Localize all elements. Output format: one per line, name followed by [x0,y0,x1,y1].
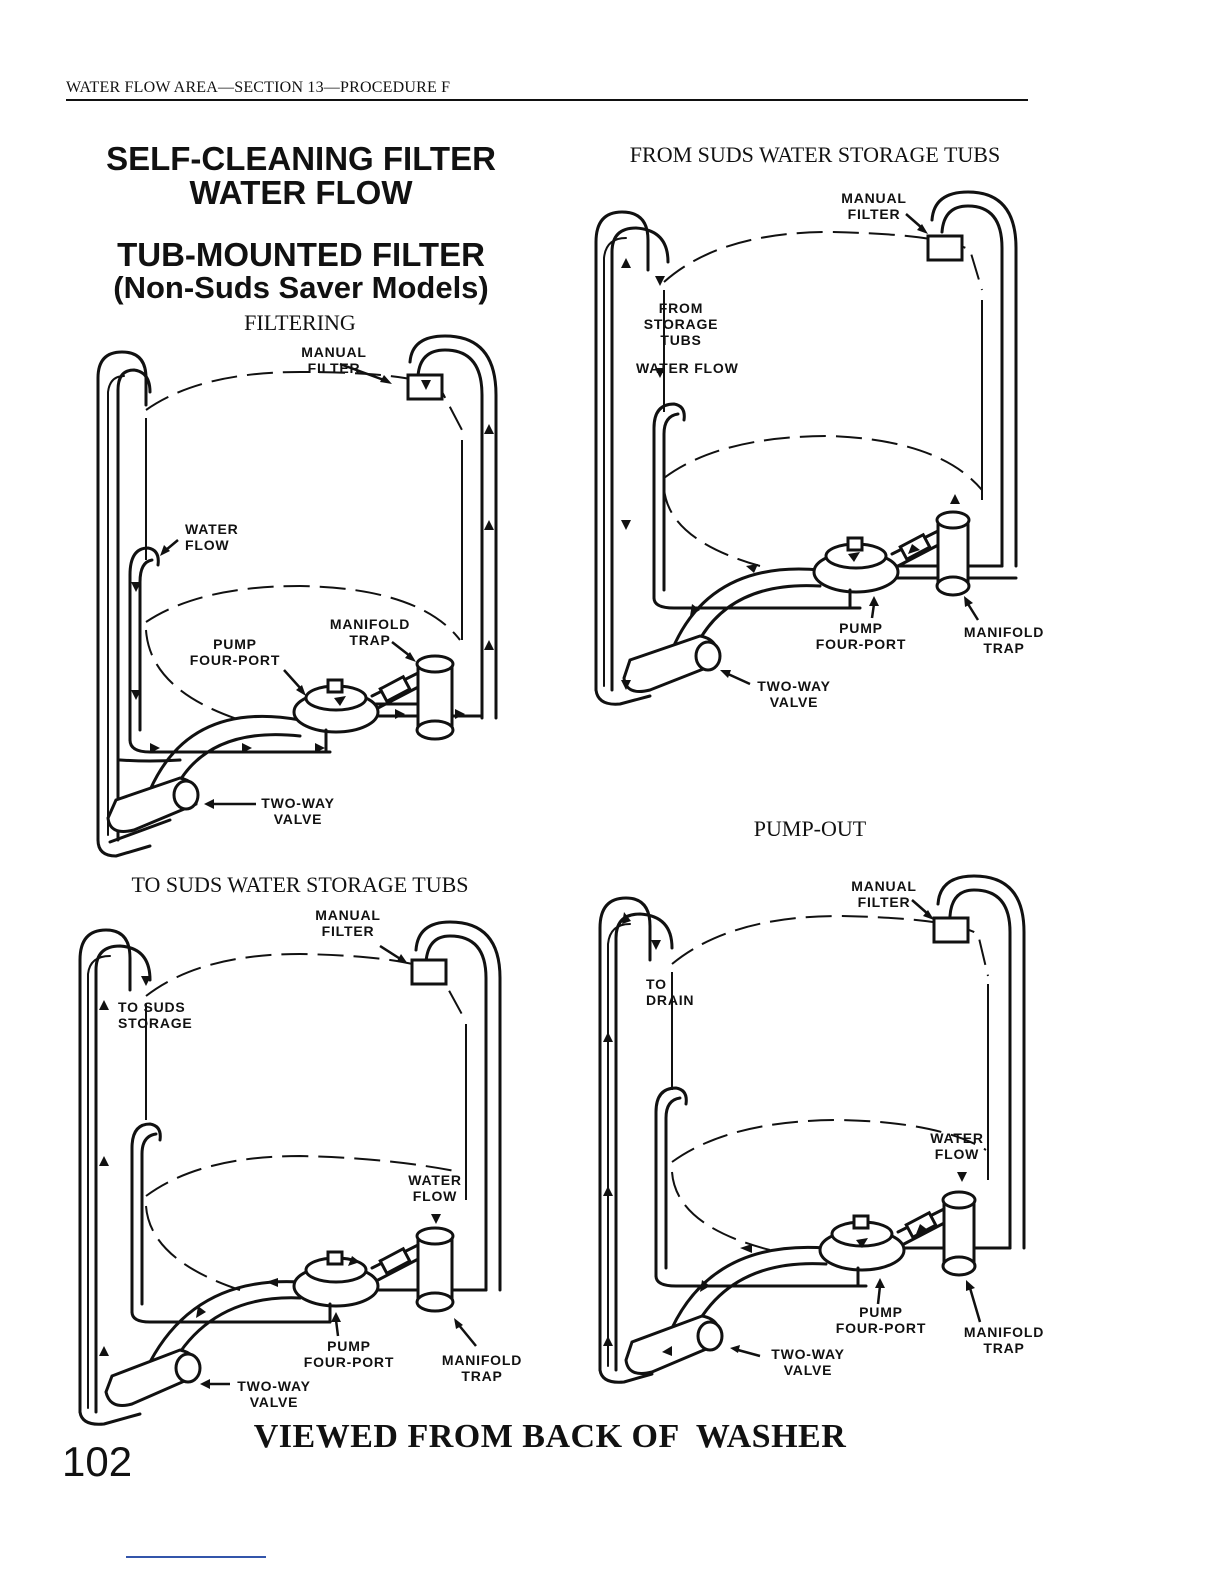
caption-to-storage: TO SUDS WATER STORAGE TUBS [131,872,469,897]
to-storage-manifold-trap-label: MANIFOLD TRAP [441,1352,523,1384]
from-storage-water-flow-label: WATER FLOW [636,360,739,376]
to-storage-two-way-valve-label: TWO-WAY VALVE [237,1378,311,1410]
page-number: 102 [62,1438,133,1485]
pump-out-manual-filter-label: MANUAL FILTER [851,878,917,910]
from-storage-manual-filter-label: MANUAL FILTER [841,190,907,222]
sub-title-line1: TUB-MOUNTED FILTER [117,236,485,273]
from-storage-manifold-trap-label: MANIFOLD TRAP [963,624,1045,656]
bottom-rule [126,1556,266,1558]
to-storage-pump-label: PUMP FOUR-PORT [303,1338,395,1370]
pump-out-pump-label: PUMP FOUR-PORT [835,1304,927,1336]
footer-caption: VIEWED FROM BACK OF WASHER [253,1418,847,1455]
from-storage-two-way-valve-label: TWO-WAY VALVE [757,678,831,710]
to-storage-manual-filter-label: MANUAL FILTER [315,907,381,939]
to-storage-water-flow-label: WATER FLOW [408,1172,462,1204]
from-storage-from-storage-label: FROM STORAGE TUBS [643,300,719,348]
pump-out-two-way-valve-label: TWO-WAY VALVE [771,1346,845,1378]
filtering-pump-label: PUMP FOUR-PORT [189,636,281,668]
caption-filtering: FILTERING [244,310,356,335]
pump-out-to-drain-label: TO DRAIN [646,976,695,1008]
main-title-line1: SELF-CLEANING FILTER [106,140,496,177]
pump-out-water-flow-label: WATER FLOW [930,1130,984,1162]
main-title-line2: WATER FLOW [189,174,413,211]
filtering-manifold-trap-label: MANIFOLD TRAP [329,616,411,648]
filtering-water-flow-label: WATER FLOW [185,521,239,553]
sub-title-line2: (Non-Suds Saver Models) [113,270,489,305]
caption-pump-out: PUMP-OUT [753,816,867,841]
running-head: WATER FLOW AREA—SECTION 13—PROCEDURE F [66,79,1028,101]
caption-from-storage: FROM SUDS WATER STORAGE TUBS [629,142,1001,167]
to-storage-to-suds-storage-label: TO SUDS STORAGE [118,999,193,1031]
from-storage-pump-label: PUMP FOUR-PORT [815,620,907,652]
filtering-two-way-valve-label: TWO-WAY VALVE [261,795,335,827]
pump-out-manifold-trap-label: MANIFOLD TRAP [963,1324,1045,1356]
filtering-manual-filter-label: MANUAL FILTER [301,344,367,376]
